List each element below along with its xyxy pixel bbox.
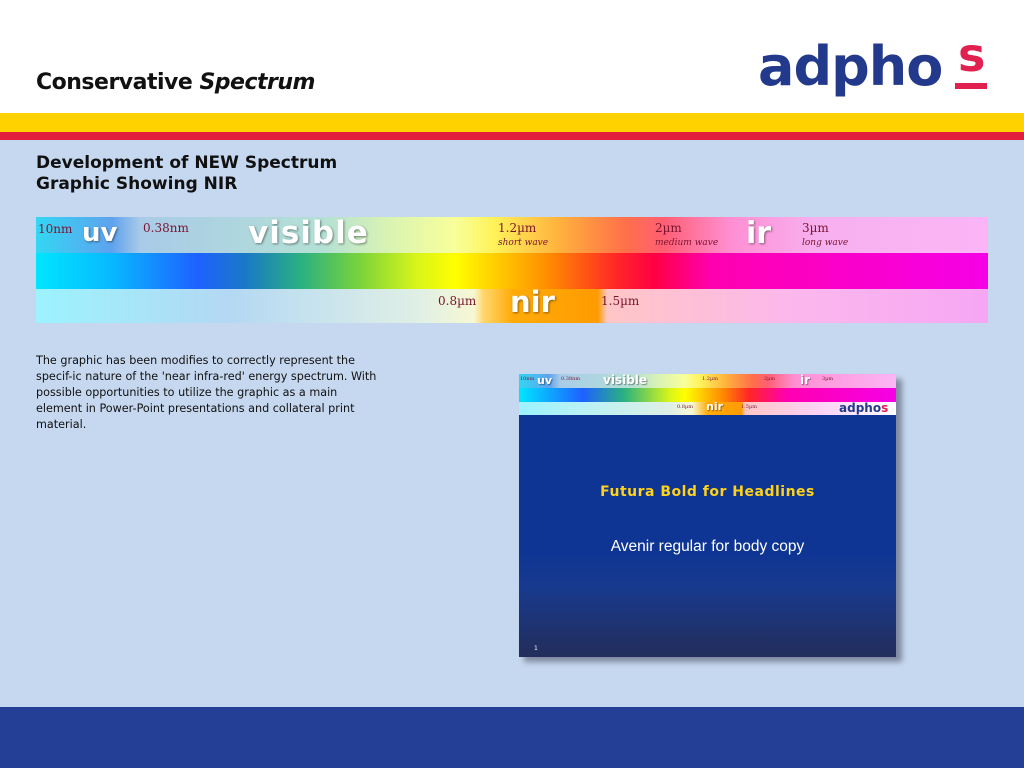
preview-page-number: 1: [534, 645, 538, 652]
label-uv: uv: [82, 218, 118, 248]
label-nir: nir: [510, 285, 555, 319]
preview-logo: adphos: [839, 401, 889, 415]
footer-bar: [0, 707, 1024, 768]
preview-body-text: Avenir regular for body copy: [610, 538, 805, 555]
label-1-2um: 1.2µm: [498, 221, 537, 235]
preview-label-visible: visible: [603, 374, 648, 387]
spectrum-middle-band: [36, 253, 988, 289]
logo-underline: [955, 83, 987, 89]
preview-label-1-2um: 1.2µm: [702, 376, 718, 382]
preview-label-3um: 3µm: [822, 376, 834, 382]
spectrum-top-band: [36, 217, 988, 253]
label-ir: ir: [746, 216, 772, 251]
header-bar: [0, 0, 1024, 113]
preview-label-uv: uv: [537, 374, 553, 387]
preview-spectrum-bottom: [519, 402, 896, 415]
preview-label-0-8um: 0.8µm: [677, 404, 693, 410]
preview-headline: Futura Bold for Headlines: [600, 484, 815, 500]
adphos-logo: adpho s: [758, 28, 994, 100]
preview-label-1-5um: 1.5µm: [741, 404, 757, 410]
logo-accent: s: [958, 28, 986, 82]
label-2um: 2µm: [655, 221, 682, 235]
page-title: Conservative Spectrum: [36, 70, 315, 95]
slide-preview: 10nm uv 0.38nm visible 1.2µm 2µm ir 3µm …: [519, 374, 896, 657]
logo-wordmark: adpho: [758, 35, 943, 98]
label-long-wave: long wave: [802, 238, 849, 248]
preview-label-nir: nir: [706, 400, 724, 413]
preview-spectrum-middle: [519, 388, 896, 402]
description-paragraph: The graphic has been modifies to correct…: [36, 354, 377, 431]
label-1-5um: 1.5µm: [601, 294, 640, 308]
label-visible: visible: [248, 215, 369, 251]
label-0-38nm: 0.38nm: [143, 221, 189, 235]
preview-label-2um: 2µm: [764, 376, 776, 382]
label-10nm: 10nm: [38, 222, 73, 236]
section-subtitle: Development of NEW Spectrum Graphic Show…: [36, 153, 338, 194]
preview-label-0-38nm: 0.38nm: [561, 376, 581, 382]
label-medium-wave: medium wave: [655, 238, 719, 248]
yellow-stripe: [0, 113, 1024, 132]
label-0-8um: 0.8µm: [438, 294, 477, 308]
spectrum-bottom-band: [36, 289, 988, 323]
label-short-wave: short wave: [498, 238, 549, 248]
preview-label-10nm: 10nm: [520, 376, 535, 382]
label-3um: 3µm: [802, 221, 829, 235]
preview-label-ir: ir: [800, 374, 811, 387]
red-stripe: [0, 132, 1024, 140]
preview-spectrum-top: [519, 374, 896, 388]
spectrum-graphic: 10nm uv 0.38nm visible 1.2µm short wave …: [36, 215, 988, 323]
